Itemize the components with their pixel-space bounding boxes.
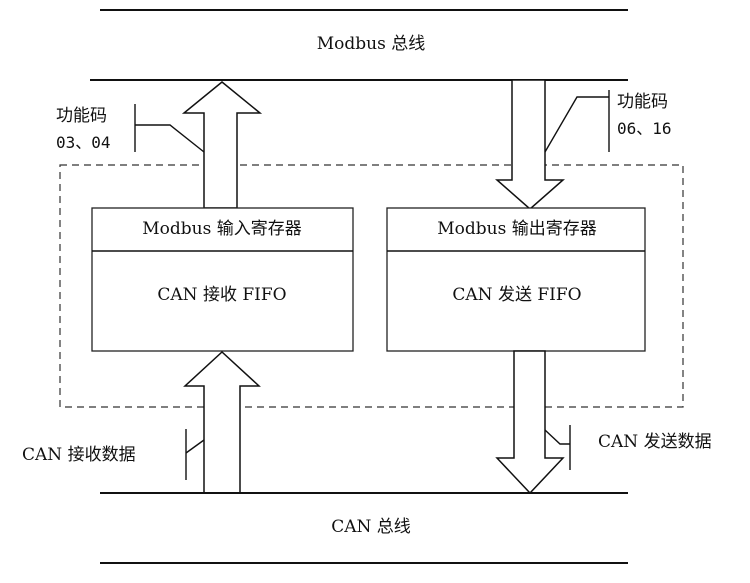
can-receive-data-callout: CAN 接收数据 xyxy=(22,429,205,480)
right-function-code-values: 06、16 xyxy=(617,119,672,138)
can-receive-arrow xyxy=(183,350,261,494)
modbus-bus-label: Modbus 总线 xyxy=(317,34,425,54)
gateway-boundary xyxy=(59,164,684,408)
can-receive-fifo-label: CAN 接收 FIFO xyxy=(157,285,286,305)
modbus-write-arrow xyxy=(495,79,565,210)
modbus-output-register-label: Modbus 输出寄存器 xyxy=(437,219,596,239)
receive-callout-leader xyxy=(185,439,205,454)
can-send-fifo-label: CAN 发送 FIFO xyxy=(452,285,581,305)
can-bus-label: CAN 总线 xyxy=(331,517,411,537)
left-register-block: Modbus 输入寄存器 CAN 接收 FIFO xyxy=(91,207,354,352)
can-receive-data-label: CAN 接收数据 xyxy=(22,445,136,465)
left-function-code-label: 功能码 xyxy=(56,106,107,126)
can-send-data-label: CAN 发送数据 xyxy=(598,432,712,452)
left-block-frame xyxy=(91,207,354,352)
right-callout-leader xyxy=(544,96,609,153)
left-function-code-callout: 功能码 03、04 xyxy=(56,104,205,153)
right-function-code-label: 功能码 xyxy=(617,92,668,112)
left-function-code-values: 03、04 xyxy=(56,133,111,152)
send-callout-leader xyxy=(544,429,570,445)
can-send-arrow xyxy=(495,350,565,495)
right-function-code-callout: 功能码 06、16 xyxy=(544,90,672,153)
left-callout-leader xyxy=(135,124,205,153)
right-register-block: Modbus 输出寄存器 CAN 发送 FIFO xyxy=(386,207,646,352)
modbus-read-arrow xyxy=(181,81,263,209)
modbus-input-register-label: Modbus 输入寄存器 xyxy=(142,219,301,239)
can-send-data-callout: CAN 发送数据 xyxy=(544,425,712,470)
